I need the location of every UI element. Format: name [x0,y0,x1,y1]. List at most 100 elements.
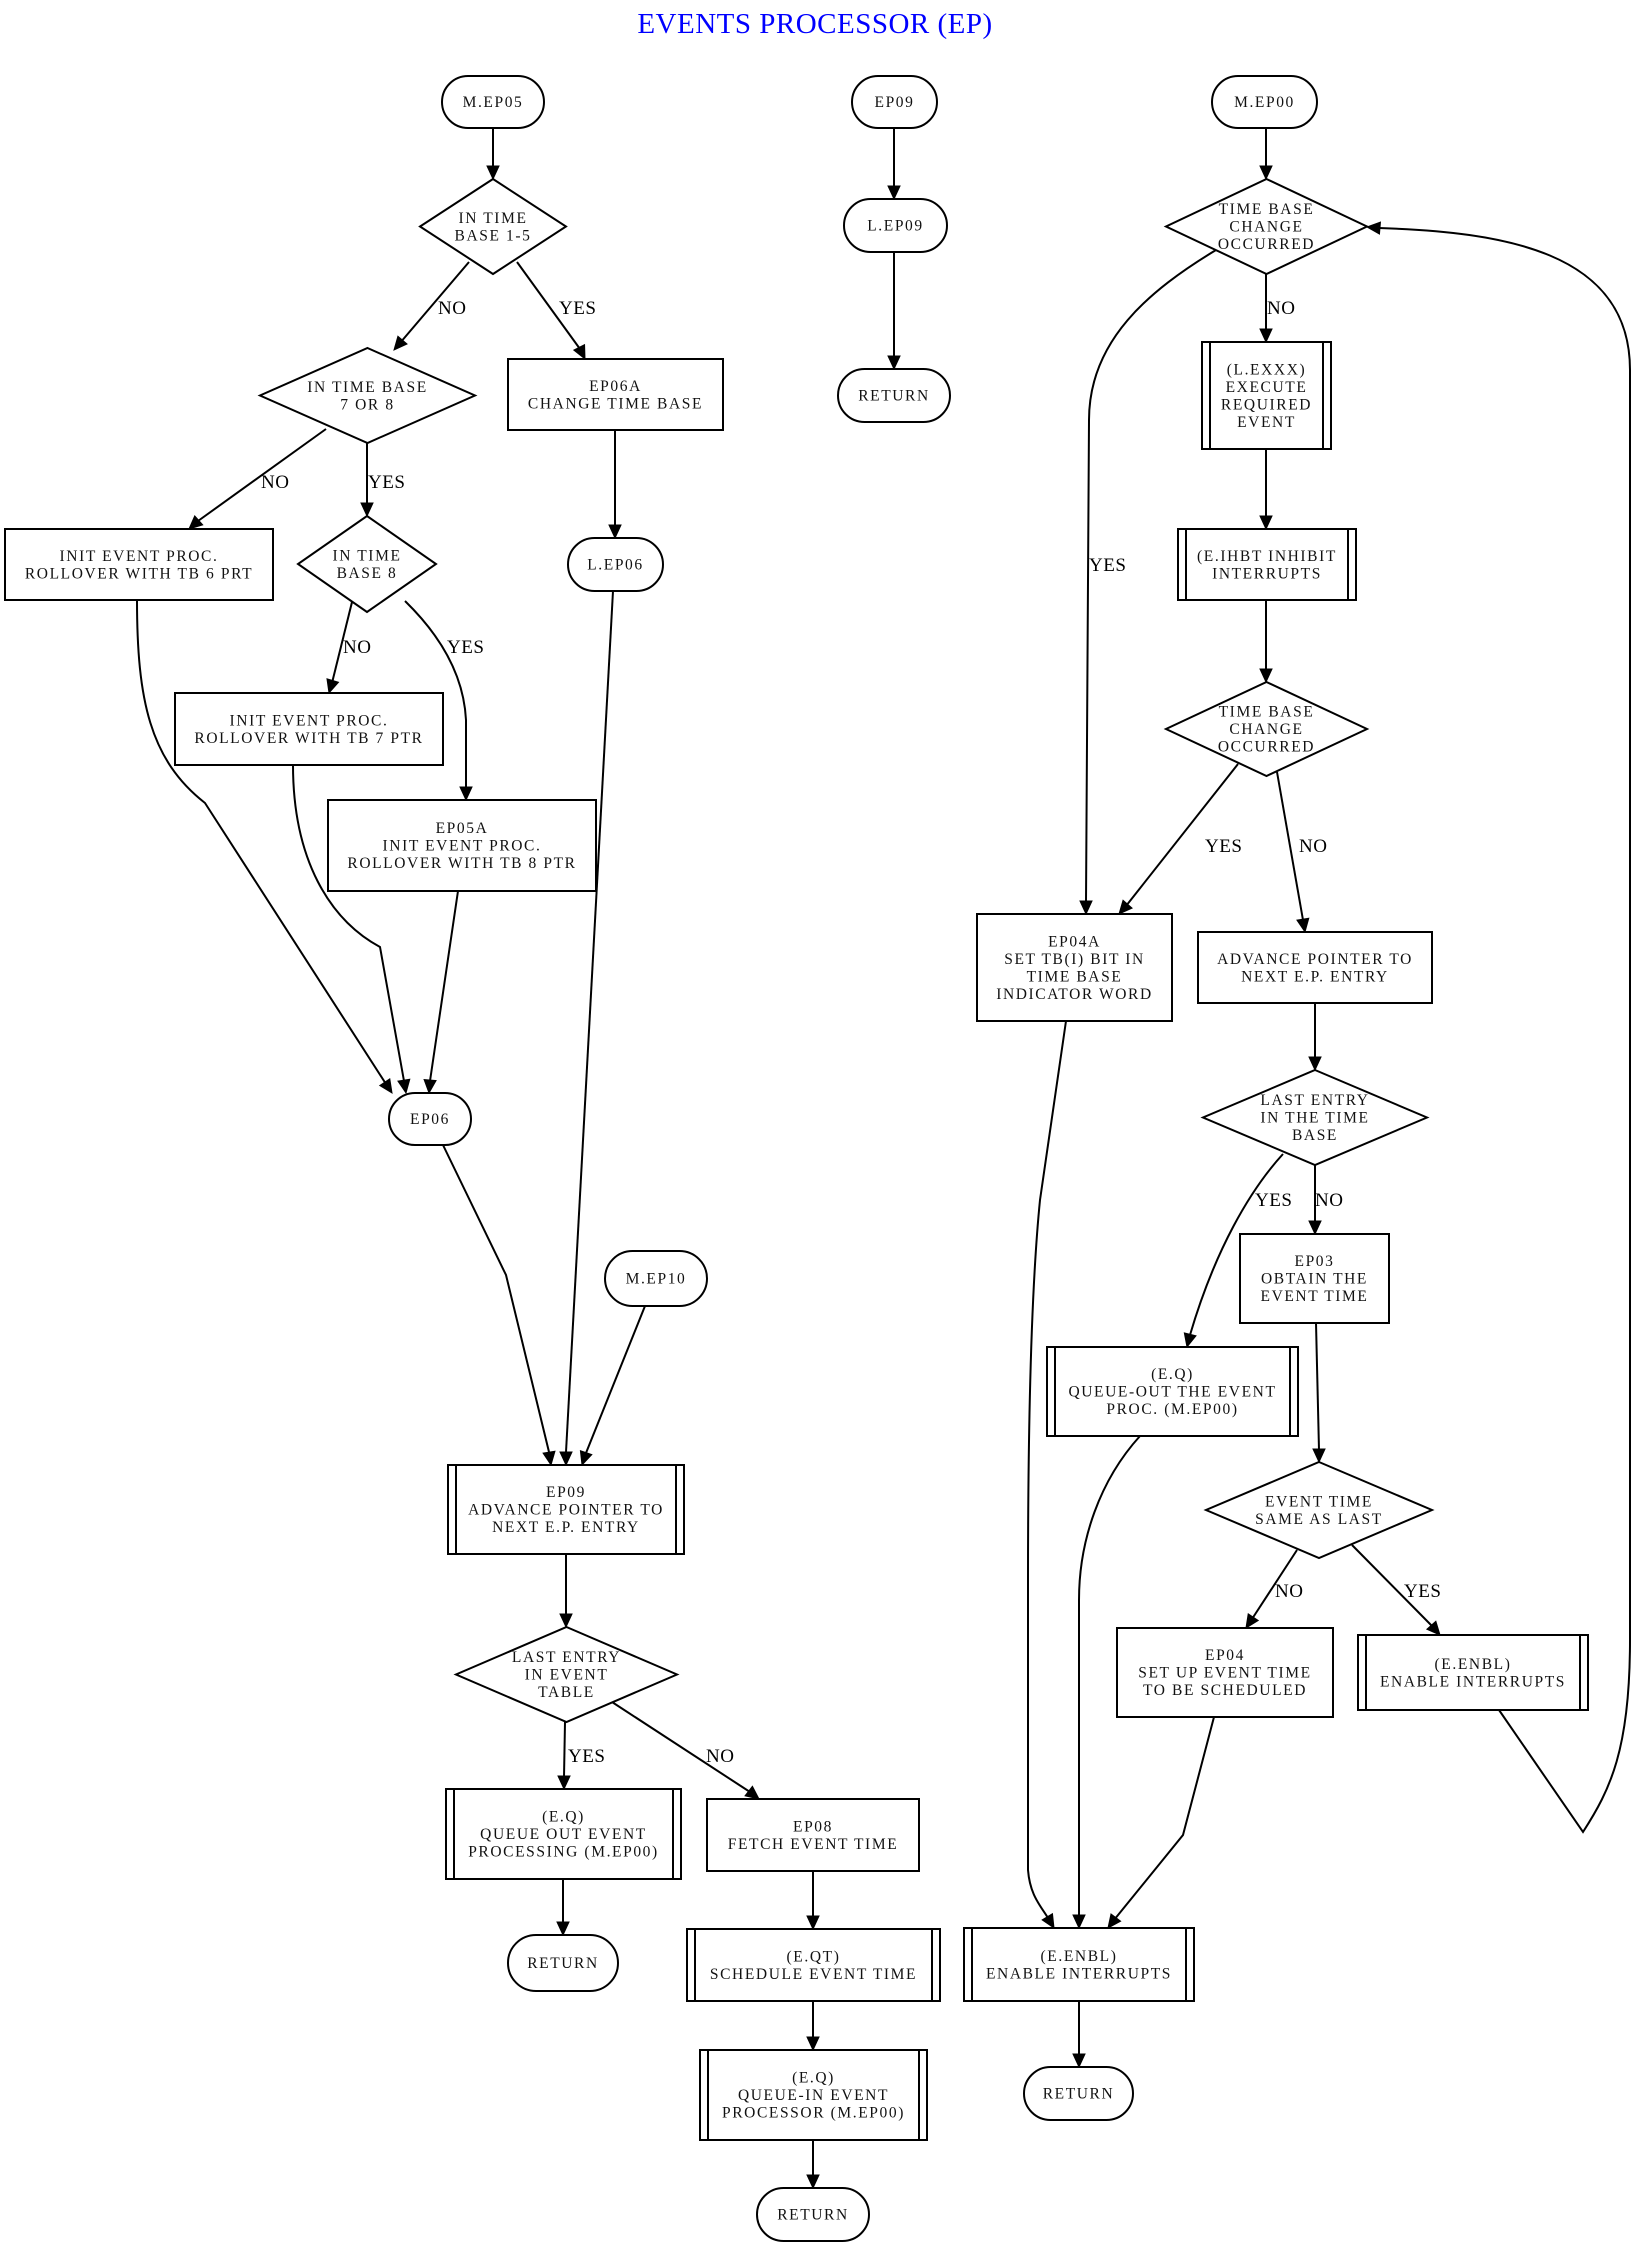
decision-diamond [257,346,478,445]
node-label-line: L.EP06 [587,557,644,574]
edge-in-tb-8-ep05a [404,600,473,802]
arrowhead-icon [1245,1613,1260,1629]
subprocess-box [699,2049,928,2141]
arrowhead-icon [744,1785,760,1800]
arrowhead-icon [806,2036,820,2052]
node-label-line: OCCURRED [1218,236,1315,253]
terminal-shape [1211,75,1318,129]
subprocess-box [1046,1346,1299,1437]
subprocess-box [447,1464,685,1555]
node-label-line: SET UP EVENT TIME [1138,1665,1311,1682]
edge-tb-change-2-ep04a [1118,763,1239,915]
node-l-ep09: L.EP09 [843,198,948,253]
node-eqt: (E.QT)SCHEDULE EVENT TIME [686,1928,941,2002]
node-label-line: M.EP05 [463,94,524,111]
arrowhead-icon [608,524,622,540]
edge-label-let-yes: YES [568,1746,605,1767]
terminal-shape [756,2187,870,2242]
edge-ep06-ep09-advance [442,1144,556,1467]
arrowhead-icon [378,1078,393,1094]
node-label-line: EP09 [546,1484,586,1501]
node-m-ep05: M.EP05 [441,75,545,129]
terminal-shape [843,198,948,253]
decision-diamond [1163,680,1370,778]
node-label-line: TO BE SCHEDULED [1143,1682,1307,1699]
arrowhead-icon [1312,1448,1326,1464]
decision-diamond [418,177,568,276]
node-e-enbl-bottom: (E.ENBL)ENABLE INTERRUPTS [963,1927,1195,2002]
subprocess-box [445,1788,682,1880]
node-label-line: ENABLE INTERRUPTS [1380,1673,1566,1690]
edge-in-tb-1-5-ep06a [516,261,586,361]
edge-ep04a-e-enbl-bottom [1027,1020,1067,1930]
node-ep06: EP06 [388,1092,472,1146]
decision-diamond [1163,177,1370,276]
edge-labels: NO YES NO YES NO YES YES NO NO YES YES N… [261,298,1441,1767]
diagram-title: EVENTS PROCESSOR (EP) [637,8,992,40]
node-label-line: EVENT TIME [1261,1288,1369,1305]
arrowhead-icon [542,1450,556,1467]
node-label-line: (E.Q) [792,2070,835,2087]
subprocess-box [1357,1634,1589,1711]
decision-diamond [1203,1460,1435,1560]
arrowhead-icon [459,786,473,802]
arrowhead-icon [1107,1913,1122,1929]
arrowhead-icon [887,355,901,371]
arrowhead-icon [806,1915,820,1931]
arrowhead-icon [579,1450,593,1467]
arrowhead-icon [556,1921,570,1937]
edge-ep04-e-enbl-bottom [1107,1716,1215,1929]
process-box [4,528,274,601]
connector-line [197,428,327,522]
node-label-line: EP03 [1295,1253,1335,1270]
edge-e-enbl-bottom-return-4 [1072,2001,1086,2069]
process-box [507,358,724,431]
edge-last-entry-table-ep08 [611,1701,760,1800]
node-ep09: EP09 [851,75,938,129]
node-label-line: FETCH EVENT TIME [728,1836,899,1853]
node-label-line: (E.Q) [1151,1366,1194,1383]
edge-e-enbl-right-tb-change-1 [1365,221,1631,1834]
arrowhead-icon [1041,1912,1055,1930]
edge-last-entry-table-eq-queue-out [557,1721,571,1791]
terminal-shape [507,1934,619,1992]
node-label-line: PROC. (M.EP00) [1106,1401,1238,1418]
arrowhead-icon [393,335,408,351]
connector-line [1125,763,1239,907]
edge-in-tb-1-5-in-tb-7-8 [393,261,470,351]
edge-label-ets-no: NO [1275,1581,1303,1602]
process-box [327,799,597,892]
arrowhead-icon [1259,165,1273,181]
node-label-line: RETURN [858,388,930,405]
process-box [1197,931,1433,1004]
node-label-line: (E.ENBL) [1041,1948,1118,1965]
node-label-line: EVENT TIME [1265,1493,1373,1510]
node-label-line: TIME BASE [1027,968,1123,985]
arrowhead-icon [1308,1220,1322,1236]
edge-init-tb7-ep06 [292,764,411,1095]
node-init-tb7: INIT EVENT PROC.ROLLOVER WITH TB 7 PTR [174,692,444,766]
node-return-1: RETURN [507,1934,619,1992]
process-box [174,692,444,766]
arrowhead-icon [1072,1914,1086,1930]
node-label-line: CHANGE [1229,721,1303,738]
terminal-shape [851,75,938,129]
arrowhead-icon [559,1451,573,1467]
terminal-shape [567,537,664,592]
process-box [976,913,1173,1022]
edge-l-ep09-return-3 [887,252,901,371]
node-label-line: IN TIME [332,547,401,564]
connector-line [1351,1544,1433,1627]
decision-diamond [296,514,438,614]
arrowhead-icon [1259,328,1273,344]
edge-eq-queue-in-return-2 [806,2140,820,2190]
arrowhead-icon [1259,668,1273,684]
node-label-line: PROCESSOR (M.EP00) [722,2105,905,2122]
node-return-3: RETURN [837,368,951,423]
edge-eq-queue-out-ev-e-enbl-bottom [1072,1435,1141,1930]
